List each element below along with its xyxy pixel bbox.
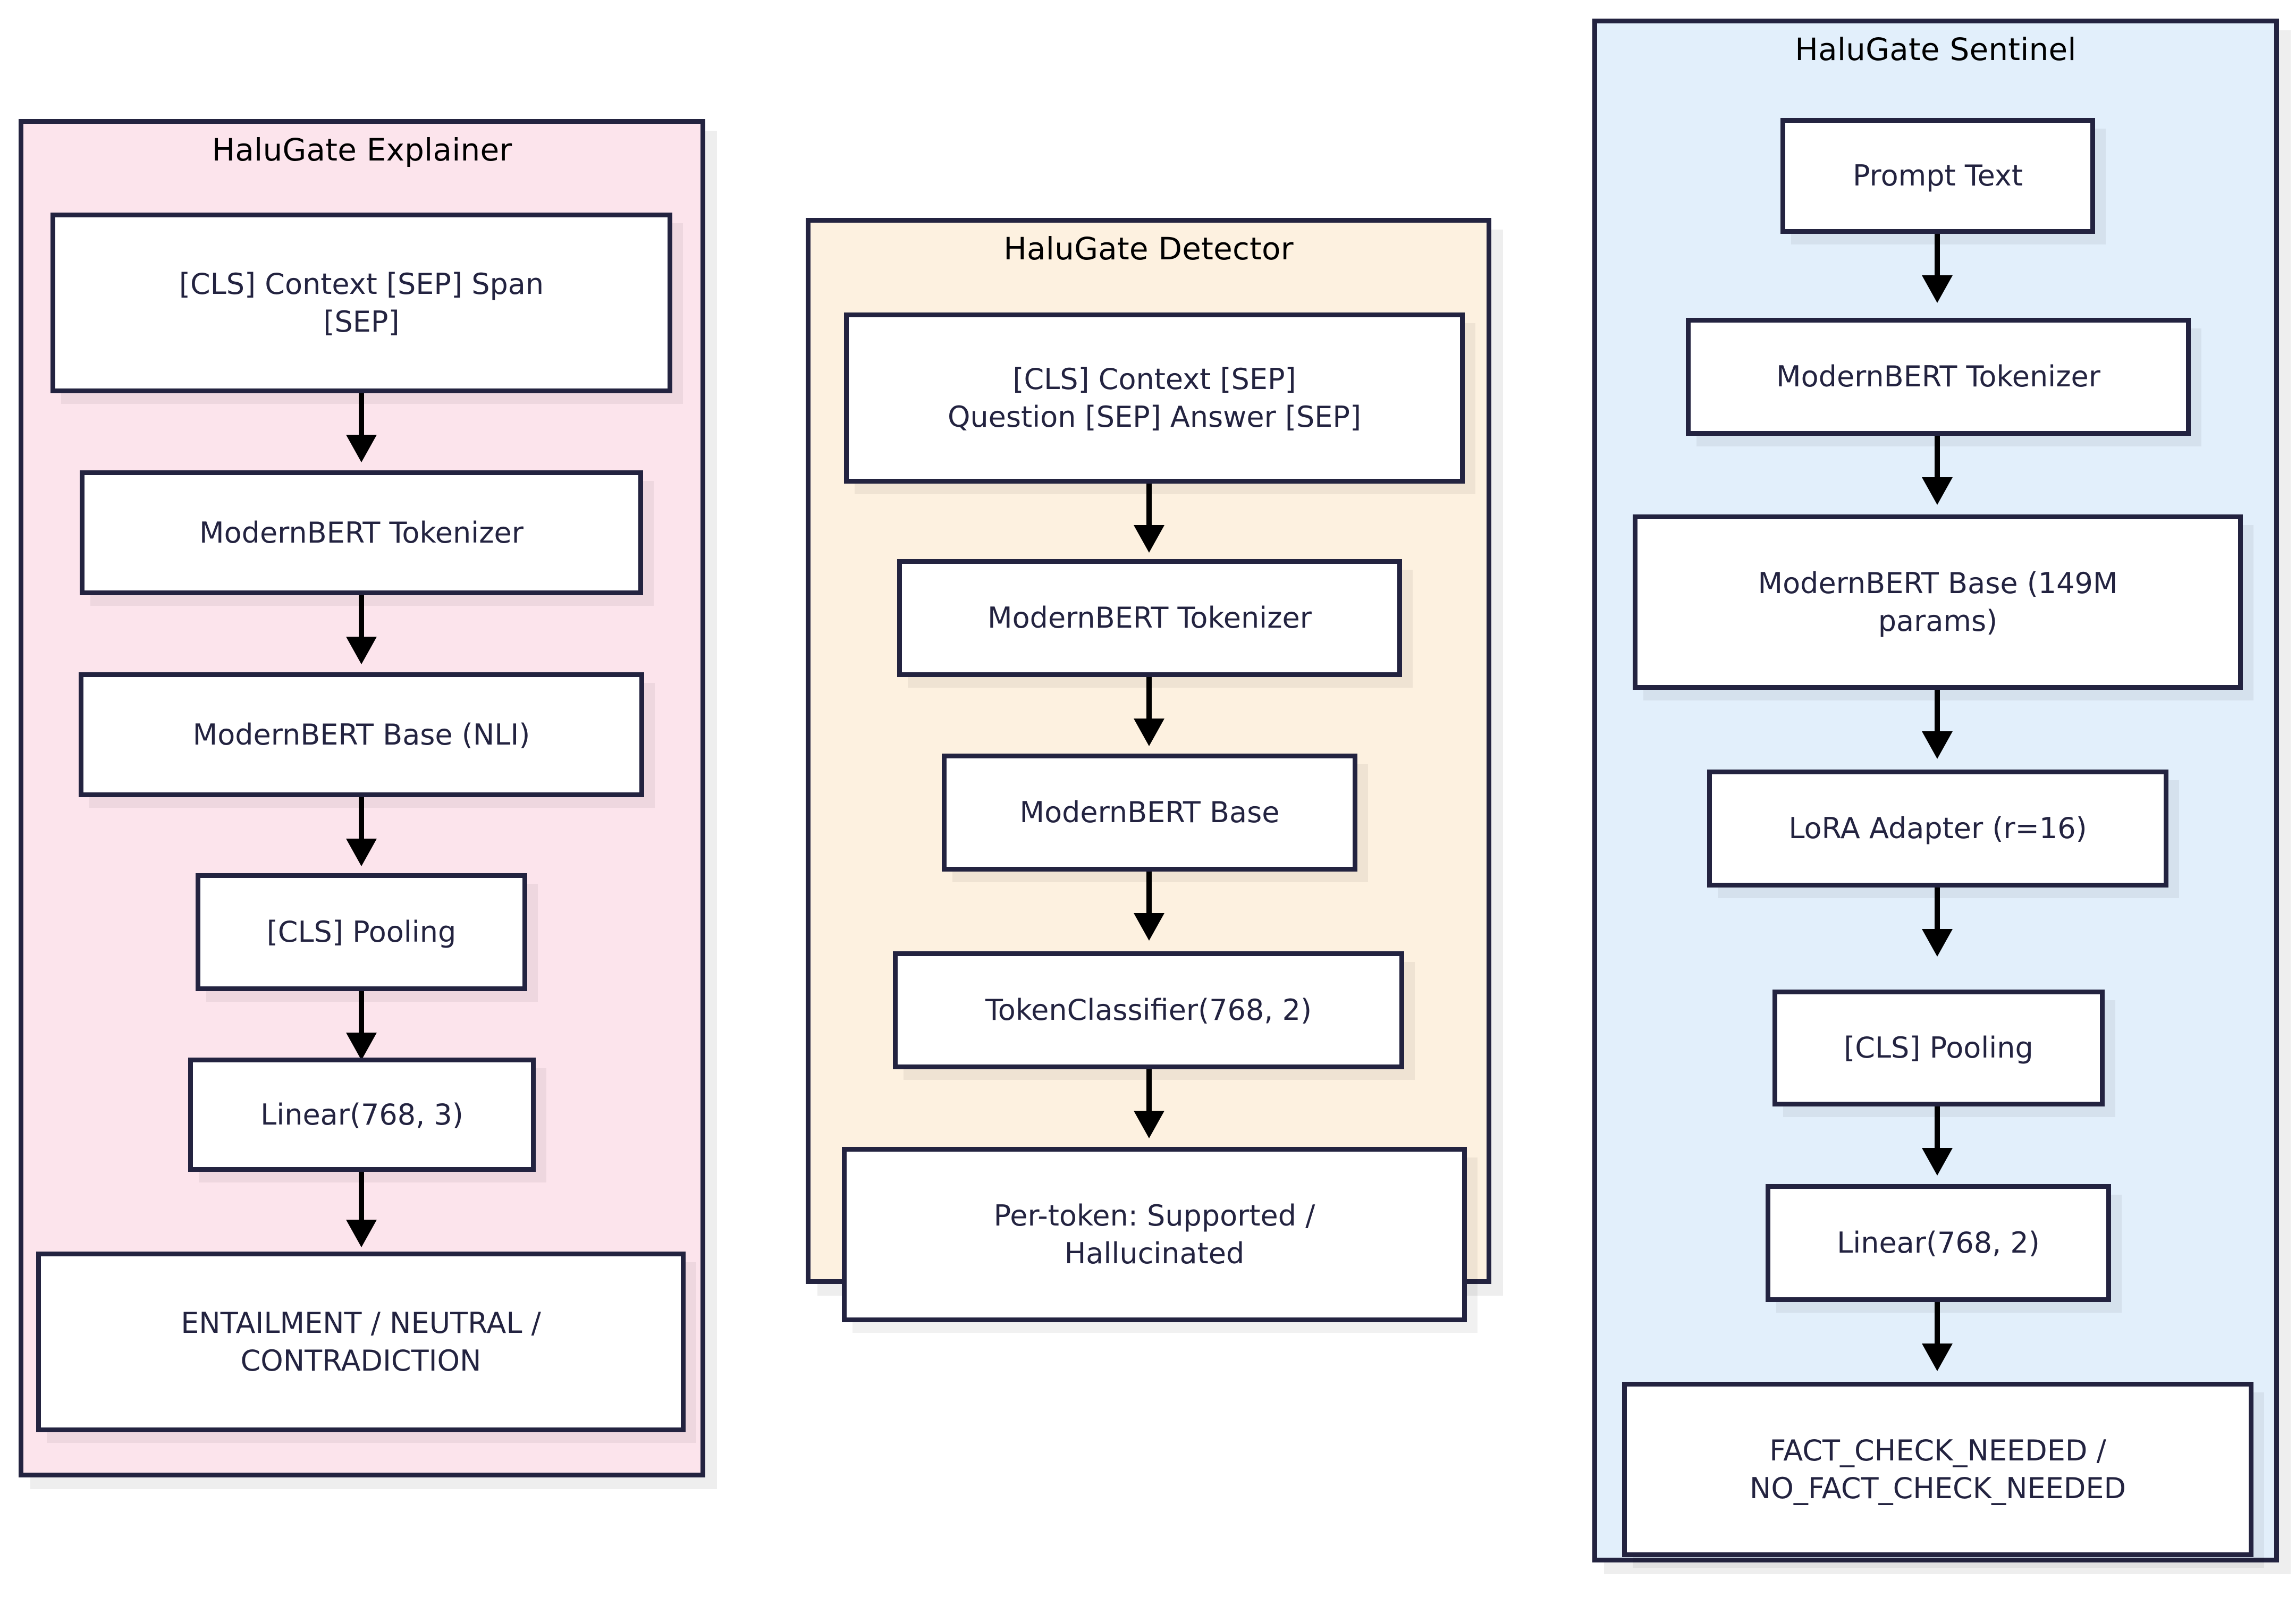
node-exp-output[interactable]: ENTAILMENT / NEUTRAL / CONTRADICTION — [36, 1252, 686, 1432]
node-exp-tokenizer[interactable]: ModernBERT Tokenizer — [80, 470, 643, 595]
node-exp-input[interactable]: [CLS] Context [SEP] Span [SEP] — [50, 213, 672, 393]
subgraph-title-explainer: HaluGate Explainer — [212, 132, 512, 168]
node-det-output[interactable]: Per-token: Supported / Hallucinated — [842, 1147, 1467, 1322]
subgraph-title-sentinel: HaluGate Sentinel — [1795, 31, 2076, 67]
node-exp-pooling[interactable]: [CLS] Pooling — [196, 873, 527, 991]
node-det-base[interactable]: ModernBERT Base — [942, 754, 1357, 872]
node-sen-linear[interactable]: Linear(768, 2) — [1766, 1184, 2111, 1302]
node-sen-lora[interactable]: LoRA Adapter (r=16) — [1707, 770, 2168, 888]
node-sen-pooling[interactable]: [CLS] Pooling — [1772, 990, 2105, 1106]
node-sen-output[interactable]: FACT_CHECK_NEEDED / NO_FACT_CHECK_NEEDED — [1622, 1382, 2253, 1557]
node-sen-input[interactable]: Prompt Text — [1780, 118, 2095, 234]
node-det-input[interactable]: [CLS] Context [SEP] Question [SEP] Answe… — [844, 312, 1465, 484]
node-sen-base[interactable]: ModernBERT Base (149M params) — [1633, 514, 2243, 690]
node-exp-linear[interactable]: Linear(768, 3) — [188, 1058, 536, 1172]
node-sen-tokenizer[interactable]: ModernBERT Tokenizer — [1686, 318, 2191, 436]
subgraph-title-detector: HaluGate Detector — [1003, 231, 1294, 267]
node-det-classifier[interactable]: TokenClassifier(768, 2) — [893, 951, 1404, 1069]
node-det-tokenizer[interactable]: ModernBERT Tokenizer — [897, 559, 1402, 677]
node-exp-base[interactable]: ModernBERT Base (NLI) — [79, 672, 644, 797]
